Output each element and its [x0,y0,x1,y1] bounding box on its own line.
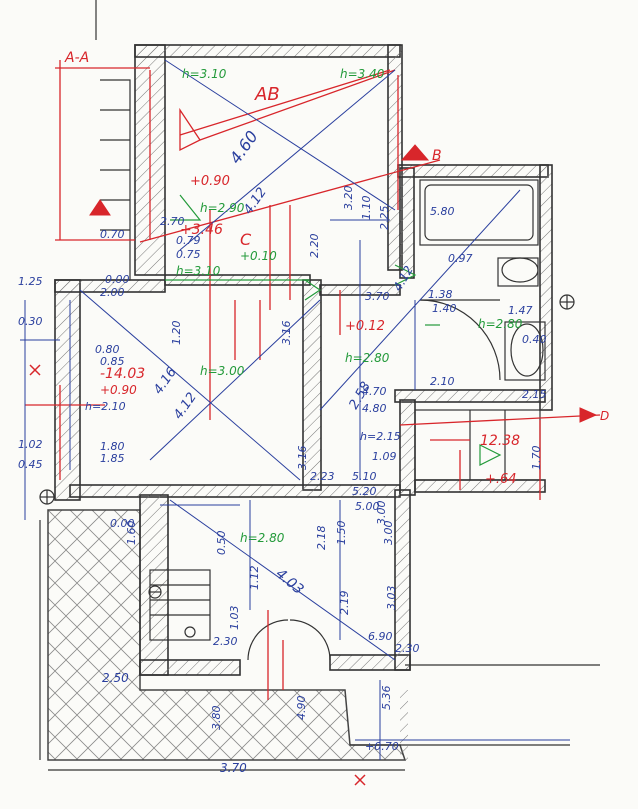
level-1403-label: -14.03 [100,366,145,382]
dim-320: 3.20 [342,186,355,211]
dim-580: 5.80 [430,205,455,218]
height-310b-label: h=3.10 [176,264,221,278]
north-symbols [39,294,575,599]
dim-075: 0.75 [176,248,201,261]
dim-102: 1.02 [18,438,43,451]
dim-316b: 3.16 [296,446,309,471]
level-010-label: +0.10 [240,249,277,263]
level-346-label: +3.46 [180,222,223,238]
dim-220: 2.20 [308,234,321,259]
dim-050: 0.50 [215,531,228,556]
height-310-label: h=3.10 [182,67,227,81]
red-labels: A-A B D C AB +0.90 +3.46 +0.12 -14.03 +0… [64,50,609,487]
dim-030: 0.30 [18,315,43,328]
dim-223: 2.23 [310,470,335,483]
section-b-label: B [432,148,442,164]
dim-079: 0.79 [176,234,201,247]
dim-103: 1.03 [228,606,241,631]
dim-303: 3.03 [385,586,398,611]
dim-080: 0.80 [95,343,120,356]
dim-270: 2.70 [160,215,185,228]
dim-520: 5.20 [352,485,377,498]
height-280b-label: h=2.80 [478,317,523,331]
dim-125: 1.25 [18,275,43,288]
interior-lines [39,0,600,771]
dim-219: 2.19 [338,591,351,616]
green-labels: h=3.10 h=3.40 h=3.10 h=3.00 h=2.80 h=2.8… [176,67,523,545]
dim-510: 5.10 [352,470,377,483]
dim-150: 1.50 [335,521,348,546]
height-280-label: h=2.80 [345,351,390,365]
dim-160: 1.60 [125,521,138,546]
dim-180: 1.80 [100,440,125,453]
dim-316: 3.16 [280,321,293,346]
dim-470: 4.70 [362,385,387,398]
dim-110: 1.10 [360,196,373,221]
dim-215: 2.15 [522,388,547,401]
height-340-label: h=3.40 [340,67,385,81]
dim-300b: 3.00 [375,501,388,526]
dim-109: 1.09 [372,450,397,463]
dim-045: 0.45 [18,458,43,471]
dim-230: 2.30 [213,635,238,648]
dim-536: 5.36 [380,686,393,711]
dim-230b: 2.30 [395,642,420,655]
dim-300: 3.00 [382,521,395,546]
dim-138: 1.38 [428,288,453,301]
dim-370b: 3.70 [365,290,390,303]
section-d-label: D [600,409,609,423]
dim-250: 2.50 [102,671,129,685]
dim-085: 0.85 [100,355,125,368]
level-090-label: +0.90 [190,174,230,189]
dim-097: 0.97 [448,252,473,265]
dim-070b: +0.70 [365,740,399,753]
blue-dimension-lines [20,59,570,760]
dim-200: 2.00 [100,286,125,299]
height-280c-label: h=2.80 [240,531,285,545]
red-annotations [25,60,601,700]
level-090b-label: +0.90 [100,383,137,397]
dim-218: 2.18 [315,526,328,551]
section-markers [29,144,598,786]
dim-170: 1.70 [530,446,543,471]
height-210-label: h=2.10 [85,400,126,413]
dim-380: 3.80 [210,706,223,731]
dim-210: 2.10 [430,375,455,388]
height-300-label: h=3.00 [200,364,245,378]
room-ab-label: AB [254,84,280,105]
dim-000b: 0.00 [110,517,135,530]
level-012-label: +0.12 [345,319,385,334]
dim-120: 1.20 [170,321,183,346]
dim-370: 3.70 [220,761,247,775]
level-1238-label: 12.38 [480,433,520,449]
section-c-label: C [240,230,252,249]
dim-147: 1.47 [508,304,533,317]
dim-112: 1.12 [248,566,261,591]
dim-040: 0.40 [522,333,547,346]
dim-225: 2.25 [378,206,391,231]
section-aa-label: A-A [64,50,89,66]
level-064-label: +.64 [485,472,517,487]
height-215-label: h=2.15 [360,430,401,443]
height-290-label: h=2.90 [200,201,245,215]
dim-490: 4.90 [295,696,308,721]
dim-140: 1.40 [432,302,457,315]
green-elements [165,194,502,466]
dim-480: 4.80 [362,402,387,415]
dim-000: 0.00 [105,273,130,286]
dim-500: 5.00 [355,500,380,513]
blue-labels: 4.60 4.12 4.16 4.12 4.03 3.70 2.50 3.80 … [18,127,547,775]
dim-690: 6.90 [368,630,393,643]
dim-185: 1.85 [100,452,125,465]
dim-070: 0.70 [100,228,125,241]
